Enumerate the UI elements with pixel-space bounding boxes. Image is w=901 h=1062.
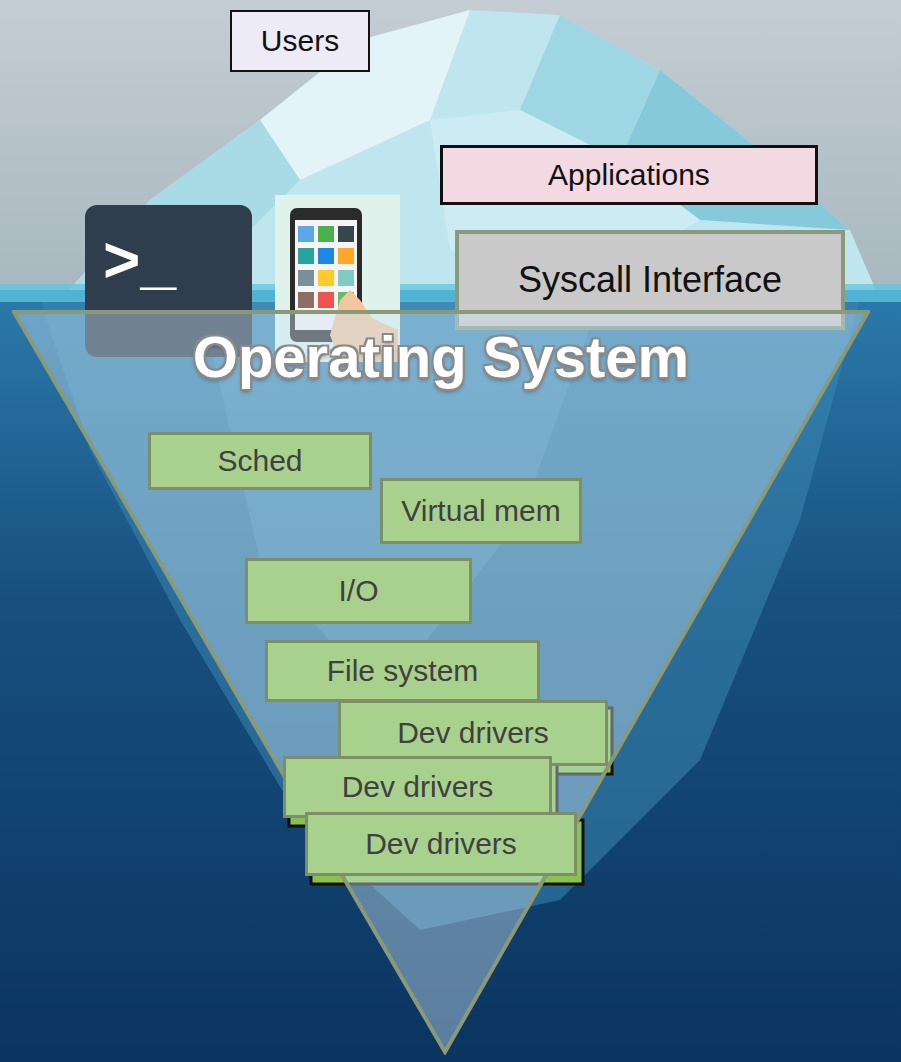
box-label: File system: [327, 654, 479, 689]
box-label: I/O: [338, 574, 378, 609]
os-triangle: Operating SystemSchedVirtual memI/O File …: [12, 310, 870, 1055]
application-box: Applications: [440, 145, 818, 205]
component-box: File system: [265, 640, 540, 702]
driver-box: Dev drivers: [283, 756, 552, 818]
user-box: Users: [230, 10, 370, 72]
triangle-shape: [14, 312, 868, 1052]
box-label: Dev drivers: [342, 770, 494, 805]
box-label: Virtual mem: [401, 494, 561, 529]
box-label: Dev drivers: [365, 827, 517, 862]
component-box: I/O: [245, 558, 472, 624]
box-label: Applications: [548, 158, 710, 193]
box-label: Users: [261, 24, 339, 59]
component-box: Virtual mem: [380, 478, 582, 544]
box-label: Sched: [217, 444, 302, 479]
terminal-prompt: >_: [103, 228, 176, 292]
box-label: Dev drivers: [397, 716, 549, 751]
box-label: Syscall Interface: [518, 259, 782, 300]
os-title: Operating System: [12, 324, 870, 391]
component-box: Sched: [148, 432, 372, 490]
driver-box: Dev drivers: [305, 812, 577, 876]
